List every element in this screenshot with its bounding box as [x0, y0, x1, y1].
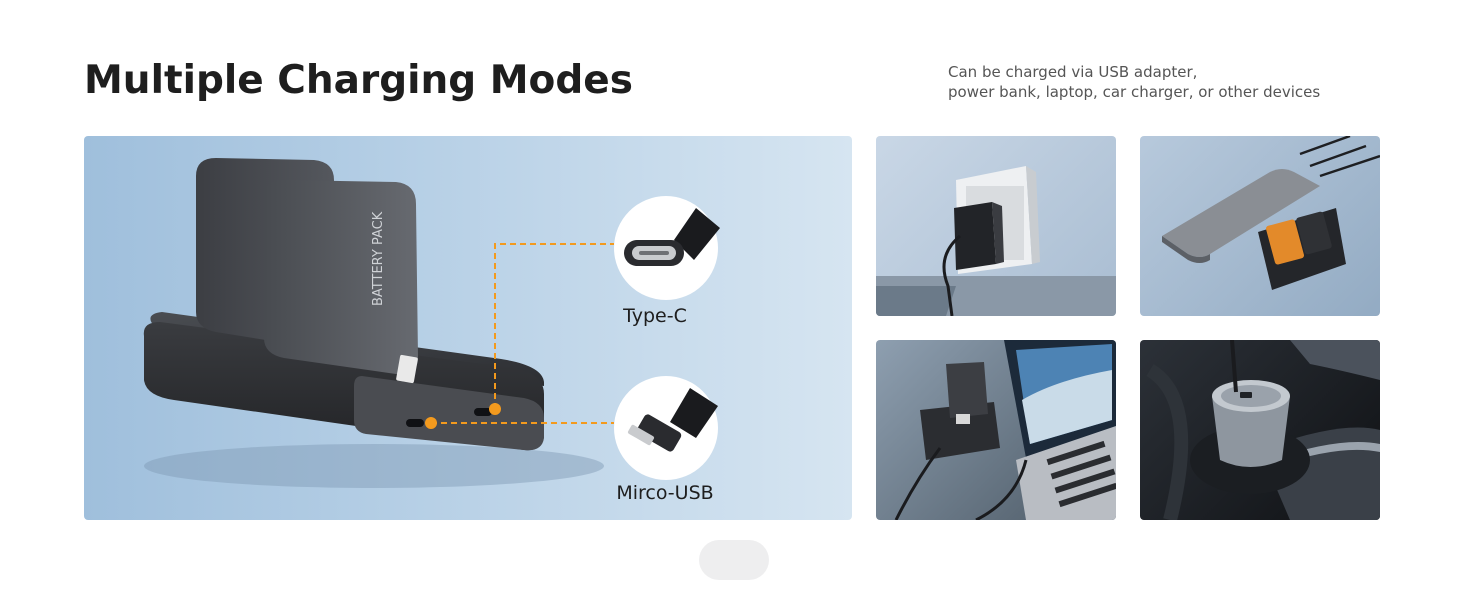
micro-usb-port-dot — [425, 417, 437, 429]
type-c-port-dot — [489, 403, 501, 415]
page-title: Multiple Charging Modes — [84, 58, 633, 103]
wall-adapter-tile — [876, 136, 1116, 316]
car-charger-tile — [1140, 340, 1380, 520]
type-c-connector-line — [494, 243, 614, 409]
wall-adapter-icon — [876, 166, 1116, 316]
power-bank-tile — [1140, 136, 1380, 316]
subtitle-line-1: Can be charged via USB adapter, — [948, 63, 1198, 81]
type-c-plug-icon — [614, 196, 720, 300]
subtitle-line-2: power bank, laptop, car charger, or othe… — [948, 83, 1321, 101]
laptop-tile — [876, 340, 1116, 520]
micro-usb-plug-icon — [614, 376, 718, 480]
charger-illustration: BATTERY PACK — [143, 158, 720, 488]
car-charger-icon — [1146, 340, 1380, 520]
battery-print-text: BATTERY PACK — [371, 211, 386, 306]
carousel-pager[interactable] — [699, 540, 769, 580]
power-bank-icon — [1162, 136, 1380, 290]
page-subtitle: Can be charged via USB adapter, power ba… — [948, 62, 1368, 102]
type-c-port — [474, 408, 492, 416]
micro-usb-label: Mirco-USB — [616, 482, 714, 504]
hero-charger-image: BATTERY PACK — [84, 136, 852, 520]
micro-usb-port — [406, 419, 424, 427]
laptop-icon — [894, 340, 1116, 520]
brand-logo — [396, 354, 418, 384]
type-c-label: Type-C — [623, 305, 687, 327]
